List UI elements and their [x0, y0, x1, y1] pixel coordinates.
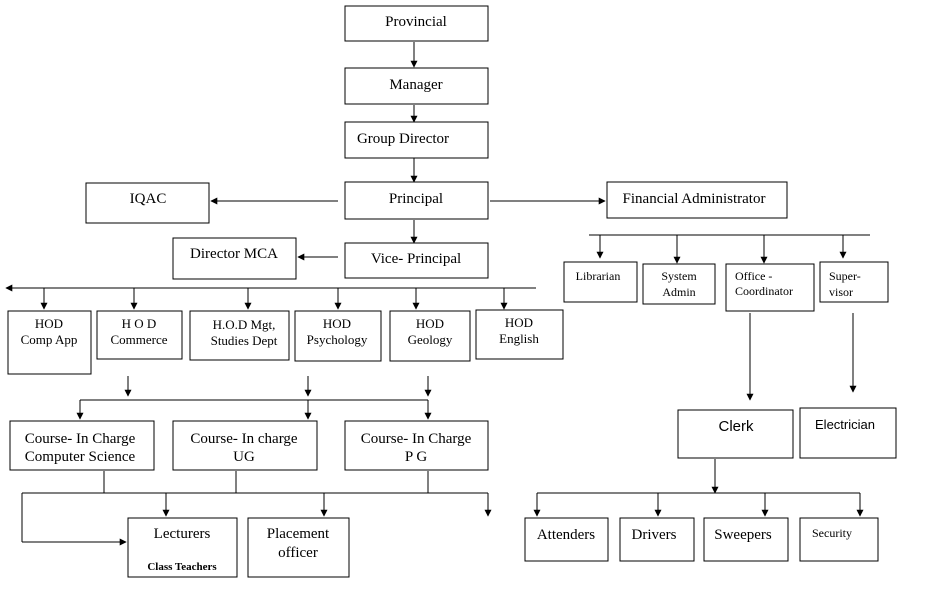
node-lecturers: Lecturers Class Teachers — [127, 517, 238, 578]
node-system-admin: System Admin — [642, 263, 716, 305]
node-label: Principal — [389, 191, 443, 207]
node-label: Electrician — [815, 417, 875, 432]
node-label: Drivers — [632, 527, 677, 543]
node-security: Security — [799, 517, 879, 562]
node-label-line-1: Placement — [267, 526, 330, 542]
node-label-line-1: Office - — [735, 269, 772, 283]
node-label-line-2: visor — [829, 285, 853, 299]
node-librarian: Librarian — [563, 261, 638, 303]
node-label-line-1: HOD — [505, 315, 533, 330]
node-hod-geology: HOD Geology — [389, 310, 471, 362]
node-sweepers: Sweepers — [703, 517, 789, 562]
node-label-line-2: Computer Science — [25, 449, 136, 465]
node-label-line-1: HOD — [35, 316, 63, 331]
node-label: Clerk — [718, 418, 754, 435]
node-label-line-1: HOD — [323, 316, 351, 331]
node-hod-psychology: HOD Psychology — [294, 310, 382, 362]
node-label: Financial Administrator — [623, 191, 766, 207]
node-label: Group Director — [357, 131, 449, 147]
node-office-coordinator: Office - Coordinator — [725, 263, 815, 312]
node-label-line-1: H O D — [122, 316, 157, 331]
node-vice-principal: Vice- Principal — [344, 242, 489, 279]
node-label-line-2: Coordinator — [735, 284, 793, 298]
node-attenders: Attenders — [524, 517, 609, 562]
node-principal: Principal — [344, 181, 489, 220]
node-label: Director MCA — [190, 246, 278, 262]
node-label-line-2: Psychology — [307, 332, 368, 347]
node-hod-comp-app: HOD Comp App — [7, 310, 92, 375]
node-electrician: Electrician — [799, 407, 897, 459]
node-placement-officer: Placement officer — [247, 517, 350, 578]
node-label-line-1: Course- In Charge — [25, 431, 136, 447]
node-label: Provincial — [385, 14, 447, 30]
node-drivers: Drivers — [619, 517, 695, 562]
node-label-line-1: Course- In Charge — [361, 431, 472, 447]
node-label-line-2: P G — [405, 449, 428, 465]
node-course-pg: Course- In Charge P G — [344, 420, 489, 471]
node-hod-mgt-studies: H.O.D Mgt, Studies Dept — [189, 310, 290, 361]
node-label: IQAC — [130, 191, 167, 207]
connectors — [5, 42, 870, 546]
node-financial-administrator: Financial Administrator — [606, 181, 788, 219]
node-provincial: Provincial — [344, 5, 489, 42]
node-label: Security — [812, 526, 852, 540]
node-hod-english: HOD English — [475, 309, 564, 360]
node-label-line-2: UG — [233, 449, 255, 465]
node-label: Sweepers — [714, 527, 772, 543]
node-label-line-2: English — [499, 331, 539, 346]
node-label-line-2: Comp App — [21, 332, 78, 347]
node-director-mca: Director MCA — [172, 237, 297, 280]
node-label: Librarian — [576, 269, 621, 283]
node-label-line-1: System — [661, 269, 697, 283]
node-hod-commerce: H O D Commerce — [96, 310, 183, 360]
node-label: Lecturers — [154, 526, 211, 542]
node-group-director: Group Director — [344, 121, 489, 159]
node-clerk: Clerk — [677, 409, 794, 459]
node-label-line-2: Studies Dept — [211, 333, 278, 348]
node-label: Attenders — [537, 527, 595, 543]
node-label-line-2: officer — [278, 545, 318, 561]
node-label-line-2: Geology — [408, 332, 453, 347]
node-label-line-1: H.O.D Mgt, — [213, 317, 276, 332]
node-label-line-2: Commerce — [110, 332, 167, 347]
node-label: Vice- Principal — [371, 251, 461, 267]
node-sub-label: Class Teachers — [147, 561, 217, 573]
node-label-line-1: Super- — [829, 269, 861, 283]
node-supervisor: Super- visor — [819, 261, 889, 303]
node-course-ug: Course- In charge UG — [172, 420, 318, 471]
node-label: Manager — [389, 77, 442, 93]
node-manager: Manager — [344, 67, 489, 105]
node-iqac: IQAC — [85, 182, 210, 224]
node-label-line-2: Admin — [662, 285, 695, 299]
node-label-line-1: HOD — [416, 316, 444, 331]
node-label-line-1: Course- In charge — [190, 431, 298, 447]
node-course-computer-science: Course- In Charge Computer Science — [9, 420, 155, 471]
